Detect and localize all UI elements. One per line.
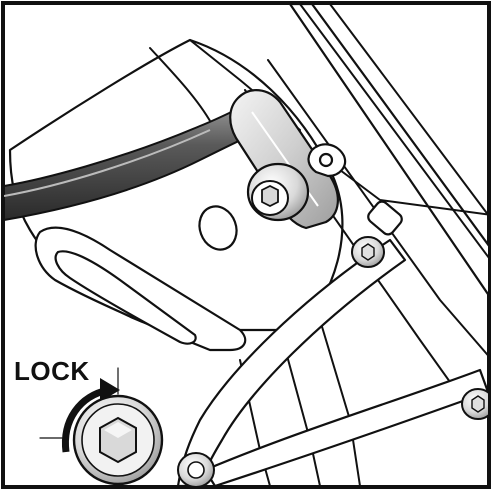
plate-fold-line [149,47,216,131]
rotation-arrow-head [100,378,120,402]
rod-highlight [4,129,211,197]
hanger-slot [54,250,197,345]
frame-rail-outer [288,4,488,297]
rack-bolt-upper [351,200,403,268]
hanger-bracket [34,226,247,352]
rotation-arrow-icon [61,386,109,453]
frame-rail-line-c [267,59,488,357]
frame-rail-line-a [299,4,488,259]
rack-tube-lower [203,368,488,486]
rack-bolt-right [461,388,488,420]
frame-rail-line-b [329,4,488,217]
hex-socket-bolt-icon [261,184,279,208]
lock-callout: LOCK [14,356,164,486]
clamp-bolt [246,162,310,222]
plate-hole [198,205,238,251]
rack-bolt-lower [177,452,215,486]
pin-head [318,152,334,168]
lock-label: LOCK [14,356,90,386]
rack-tube [176,238,407,486]
